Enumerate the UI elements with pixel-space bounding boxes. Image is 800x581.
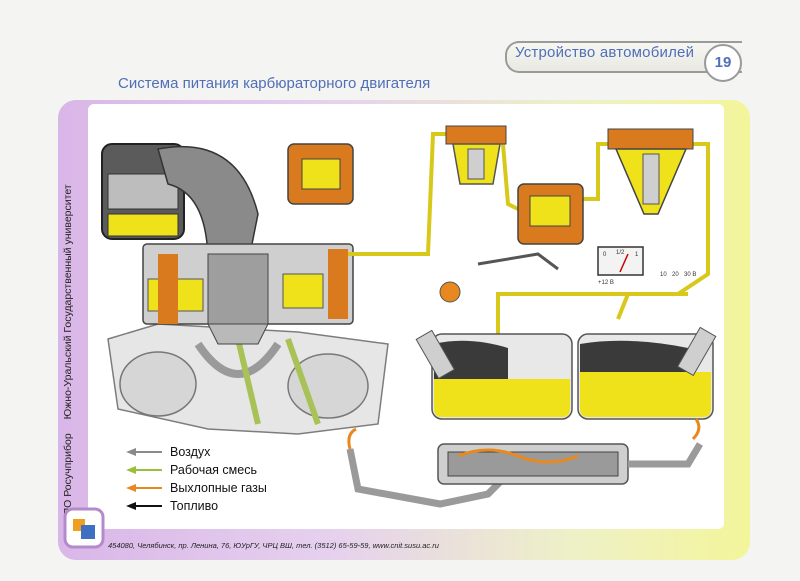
legend-item-air: Воздух [124, 443, 267, 461]
series-title: Устройство автомобилей [515, 44, 695, 61]
legend-label-mixture: Рабочая смесь [170, 463, 257, 477]
fuel-filter [445, 125, 507, 185]
legend-label-fuel: Топливо [170, 499, 219, 513]
legend-label-exhaust: Выхлопные газы [170, 481, 267, 495]
sender-label-b: 20 [672, 272, 679, 278]
legend: Воздух Рабочая смесь Выхлопные газы Топл… [124, 443, 267, 515]
fuel-arrow-icon [126, 502, 162, 510]
gauge-label-right: 1 [635, 252, 639, 258]
sender-label-a: 10 [660, 272, 667, 278]
legend-item-exhaust: Выхлопные газы [124, 479, 267, 497]
gauge-label-left: 0 [603, 252, 607, 258]
fuel-tank-right [577, 326, 717, 420]
fuel-gauge: 0 1/2 1 +12 В 10 20 30 В [597, 246, 696, 286]
air-filter [101, 143, 259, 265]
page-title: Система питания карбюраторного двигателя [118, 75, 431, 92]
header-banner [505, 41, 742, 73]
accelerator-pump [287, 143, 354, 205]
legend-label-air: Воздух [170, 445, 211, 459]
fuel-pump [439, 183, 584, 303]
gauge-label-middle: 1/2 [616, 250, 625, 256]
sender-label-c: 30 В [684, 272, 696, 278]
fuel-tank-left [415, 329, 573, 420]
university-name: Южно-Уральский Государственный университ… [62, 184, 74, 420]
page-number: 19 [704, 44, 742, 82]
mixture-arrow-icon [126, 466, 162, 474]
engine-block [107, 323, 389, 435]
exhaust-system [346, 418, 704, 508]
air-arrow-icon [126, 448, 162, 456]
legend-item-fuel: Топливо [124, 497, 267, 515]
legend-item-mixture: Рабочая смесь [124, 461, 267, 479]
gauge-supply-label: +12 В [598, 280, 614, 286]
fuel-system-diagram: 0 1/2 1 +12 В 10 20 30 В [101, 125, 717, 508]
publisher-logo [63, 507, 105, 549]
sediment-filter [607, 128, 694, 215]
carburetor [142, 243, 354, 345]
footer-contacts: 454080, Челябинск, пр. Ленина, 76, ЮУрГУ… [108, 541, 439, 550]
side-caption: РНПО РосучприборЮжно-Уральский Государст… [62, 170, 74, 530]
exhaust-arrow-icon [126, 484, 162, 492]
